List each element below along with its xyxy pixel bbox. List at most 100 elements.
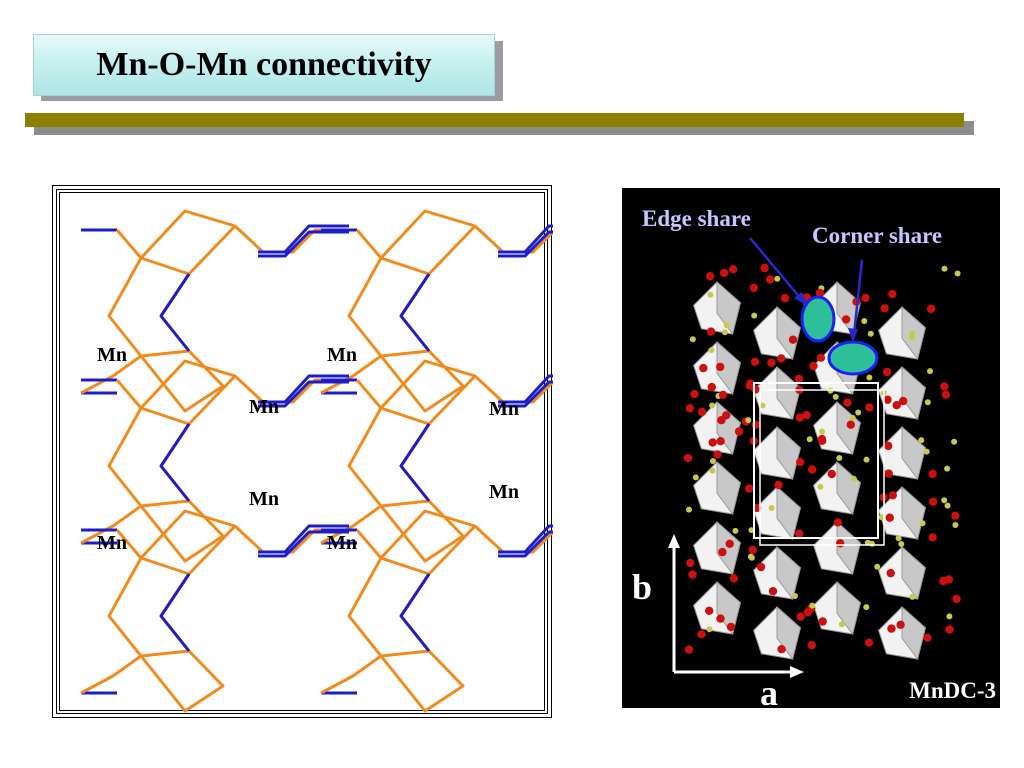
oxygen-atom bbox=[794, 374, 804, 384]
oxygen-atom bbox=[836, 539, 845, 548]
bond-line bbox=[159, 423, 191, 502]
bond-line bbox=[159, 573, 191, 652]
carbon-atom bbox=[927, 368, 933, 375]
oxygen-atom bbox=[751, 385, 760, 394]
carbon-atom bbox=[809, 602, 816, 609]
oxygen-atom bbox=[816, 353, 826, 362]
oxygen-atom bbox=[808, 465, 817, 474]
carbon-atom bbox=[827, 387, 834, 394]
carbon-atom bbox=[898, 541, 905, 547]
bond-line bbox=[258, 380, 349, 408]
oxygen-atom bbox=[722, 411, 731, 420]
oxygen-atom bbox=[795, 529, 804, 538]
carbon-atom bbox=[774, 275, 781, 282]
bond-line bbox=[139, 209, 237, 276]
oxygen-atom bbox=[707, 382, 716, 392]
carbon-atom bbox=[836, 455, 843, 461]
oxygen-atom bbox=[768, 587, 778, 596]
oxygen-atom bbox=[945, 625, 954, 634]
pointer-arrows bbox=[749, 237, 864, 342]
bond-line bbox=[80, 529, 143, 695]
divider-rule bbox=[25, 113, 964, 127]
carbon-atom bbox=[706, 626, 713, 633]
bond-line bbox=[80, 229, 143, 395]
carbon-atom bbox=[768, 505, 775, 511]
oxygen-atom bbox=[882, 367, 892, 377]
bond-line bbox=[258, 224, 349, 254]
oxygen-atom bbox=[944, 575, 953, 584]
oxygen-atom bbox=[864, 638, 874, 647]
edge-share-highlight bbox=[800, 295, 836, 343]
oxygen-atom bbox=[885, 513, 894, 522]
oxygen-atom bbox=[683, 453, 693, 463]
oxygen-atom bbox=[716, 437, 725, 446]
carbon-atom bbox=[723, 322, 730, 329]
carbon-atom bbox=[819, 428, 825, 435]
oxygen-atom bbox=[745, 484, 754, 493]
edge-share-label: Edge share bbox=[642, 206, 751, 231]
oxygen-atom bbox=[833, 518, 842, 527]
oxygen-atom bbox=[750, 357, 760, 366]
carbon-atom bbox=[863, 456, 870, 463]
oxygen-atom bbox=[846, 420, 855, 429]
carbon-atom bbox=[707, 291, 714, 298]
frame-inner-border bbox=[56, 189, 548, 714]
oxygen-atom bbox=[685, 404, 695, 413]
oxygen-atom bbox=[774, 480, 783, 490]
bond-line bbox=[498, 224, 553, 254]
oxygen-atom bbox=[827, 469, 836, 479]
carbon-atom bbox=[863, 604, 870, 611]
bond-line bbox=[379, 359, 477, 426]
lattice-svg bbox=[80, 209, 553, 713]
carbon-atom bbox=[747, 553, 754, 560]
oxygen-atom bbox=[880, 304, 889, 313]
oxygen-atom bbox=[718, 390, 728, 400]
bond-line bbox=[498, 230, 553, 258]
carbon-atom bbox=[909, 593, 916, 600]
carbon-atom bbox=[732, 527, 739, 534]
unit-cell-outline bbox=[753, 382, 885, 546]
bond-line bbox=[80, 379, 143, 545]
oxygen-atom bbox=[884, 469, 893, 478]
oxygen-atom bbox=[941, 390, 951, 399]
oxygen-atom bbox=[705, 272, 715, 281]
bond-line bbox=[473, 374, 553, 404]
bond-line bbox=[258, 230, 349, 258]
oxygen-atom bbox=[751, 420, 760, 429]
carbon-atom bbox=[817, 483, 824, 490]
carbon-atom bbox=[952, 522, 959, 528]
carbon-atom bbox=[923, 448, 930, 455]
bond-line bbox=[379, 509, 477, 576]
oxygen-atom bbox=[699, 363, 708, 373]
oxygen-atom bbox=[899, 396, 908, 406]
oxygen-atom bbox=[896, 620, 905, 629]
carbon-atom bbox=[806, 436, 813, 443]
crystal-polyhedra bbox=[683, 263, 961, 661]
axis-arrows bbox=[668, 534, 804, 678]
oxygen-atom bbox=[748, 545, 757, 554]
bond-line bbox=[498, 380, 553, 408]
mn-label: Mn bbox=[489, 398, 519, 420]
carbon-atom bbox=[867, 330, 874, 337]
carbon-atom bbox=[874, 563, 881, 570]
oxygen-atom bbox=[803, 607, 813, 617]
oxygen-atom bbox=[884, 441, 893, 451]
octahedron-face bbox=[776, 545, 801, 601]
oxygen-atom bbox=[796, 457, 805, 467]
carbon-atom bbox=[850, 475, 857, 482]
oxygen-atom bbox=[888, 289, 897, 299]
carbon-atom bbox=[895, 535, 902, 542]
bond-line bbox=[473, 224, 553, 254]
axis-a-label: a bbox=[760, 673, 778, 708]
connectivity-diagram-frame: Mn Mn Mn Mn Mn Mn Mn Mn bbox=[52, 185, 553, 718]
carbon-atom bbox=[919, 520, 926, 527]
corner-share-label: Corner share bbox=[812, 223, 943, 248]
oxygen-atom bbox=[928, 533, 937, 542]
bond-line bbox=[320, 229, 383, 395]
oxygen-atom bbox=[802, 410, 811, 420]
octahedron-face bbox=[836, 460, 861, 516]
octahedron-face bbox=[901, 365, 926, 421]
oxygen-atom bbox=[788, 335, 798, 344]
bond-line bbox=[139, 509, 237, 576]
frame-inner-border-2 bbox=[59, 192, 545, 711]
